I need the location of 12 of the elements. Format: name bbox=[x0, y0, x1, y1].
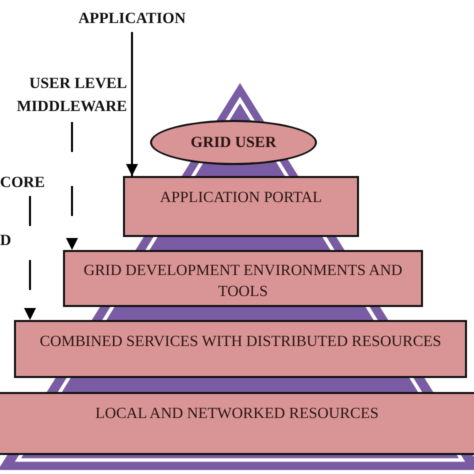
layer-box: GRID DEVELOPMENT ENVIRONMENTS AND TOOLS bbox=[63, 250, 423, 307]
layer-box: APPLICATION PORTAL bbox=[123, 176, 359, 237]
layer-label: CORE bbox=[0, 171, 46, 194]
layer-box: LOCAL AND NETWORKED RESOURCES bbox=[0, 392, 474, 455]
layer-label: APPLICATION bbox=[62, 7, 202, 30]
arrow bbox=[66, 122, 78, 250]
arrow bbox=[24, 196, 36, 320]
layer-label: D bbox=[0, 229, 14, 252]
arrow bbox=[126, 32, 138, 176]
layer-box: COMBINED SERVICES WITH DISTRIBUTED RESOURCES bbox=[14, 320, 467, 378]
user-ellipse: GRID USER bbox=[150, 120, 317, 165]
layer-label: USER LEVEL MIDDLEWARE bbox=[0, 72, 127, 120]
